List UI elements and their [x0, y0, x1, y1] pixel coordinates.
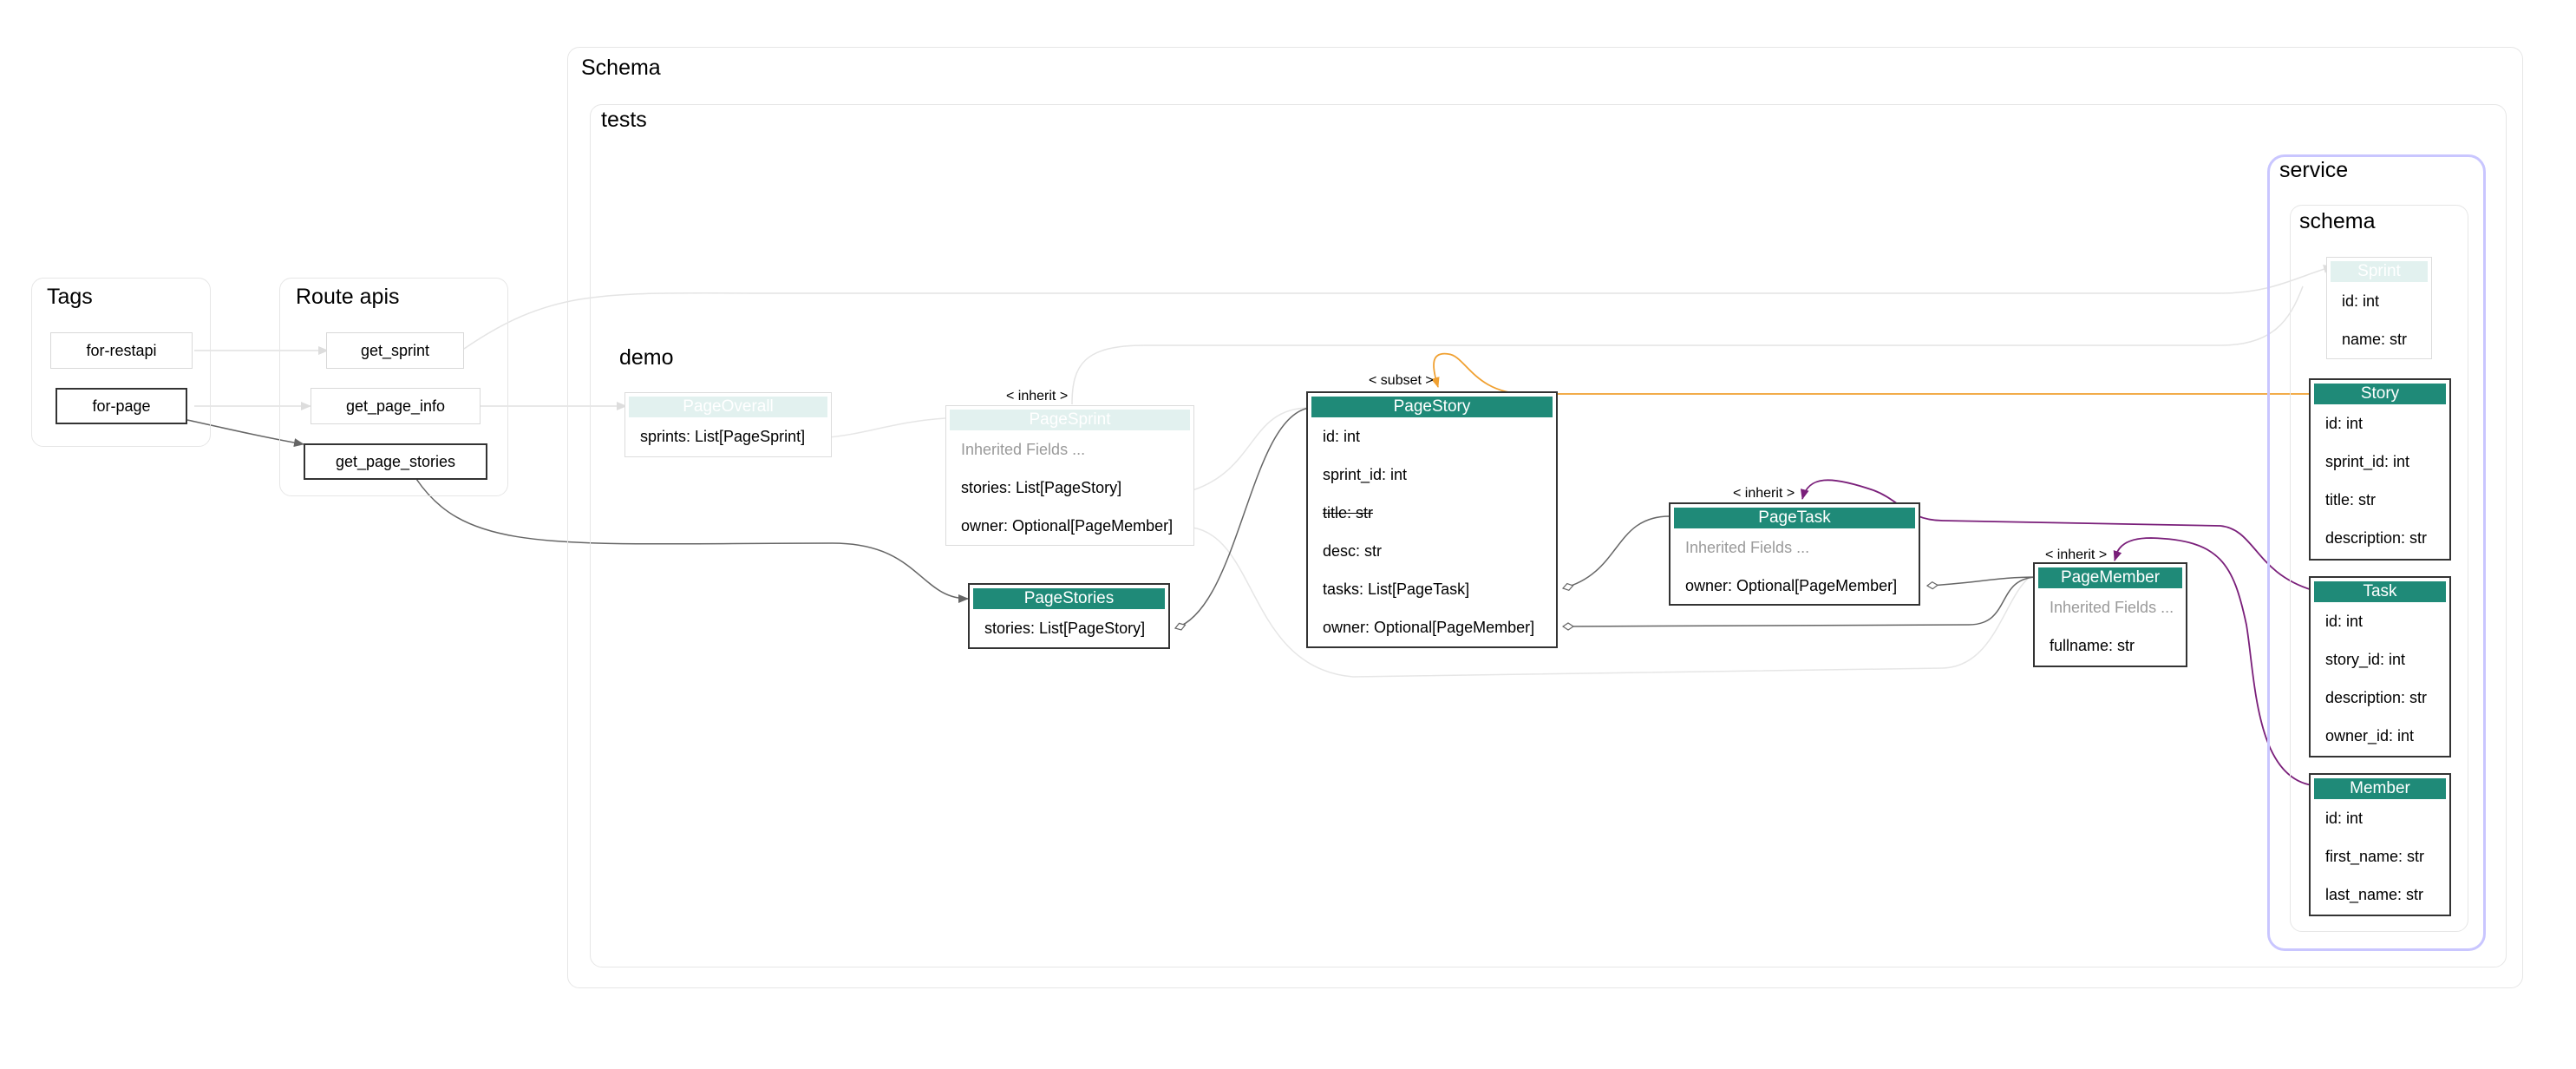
- field: id: int: [2325, 809, 2364, 827]
- field: sprint_id: int: [1323, 465, 1408, 483]
- field: sprints: List[PageSprint]: [640, 427, 806, 445]
- inherit-label-page-member: < inherit >: [2045, 548, 2108, 562]
- field: name: str: [2342, 330, 2408, 348]
- field: Inherited Fields ...: [1685, 538, 1810, 556]
- field: description: str: [2325, 528, 2428, 547]
- tag-for-page[interactable]: for-page: [56, 388, 187, 424]
- node-member[interactable]: Member id: int first_name: str last_name…: [2309, 773, 2451, 916]
- edge-subset-story-page-story: [1430, 352, 2309, 395]
- field: Inherited Fields ...: [2050, 598, 2174, 616]
- field: owner: Optional[PageMember]: [1323, 618, 1535, 636]
- edge-page-sprint-page-story: [1192, 407, 1311, 491]
- field: fullname: str: [2050, 636, 2135, 654]
- schema-cluster-label: Schema: [581, 56, 661, 80]
- field: owner: Optional[PageMember]: [1685, 576, 1898, 594]
- node-page-task[interactable]: PageTask Inherited Fields ... owner: Opt…: [1669, 502, 1920, 606]
- service-schema-cluster: [2290, 205, 2468, 932]
- field: story_id: int: [2325, 650, 2406, 668]
- route-apis-cluster-label: Route apis: [296, 285, 400, 309]
- node-story[interactable]: Story id: int sprint_id: int title: str …: [2309, 378, 2451, 561]
- node-page-task-title: PageTask: [1674, 508, 1915, 528]
- field: id: int: [2325, 414, 2364, 432]
- edge-page-overall-page-sprint: [827, 417, 946, 438]
- field: stories: List[PageStory]: [984, 619, 1146, 637]
- service-schema-cluster-label: schema: [2299, 209, 2376, 233]
- demo-cluster-label: demo: [619, 345, 674, 370]
- edge-get-page-stories-page-stories: [415, 478, 969, 603]
- field: desc: str: [1323, 541, 1383, 560]
- node-page-stories[interactable]: PageStories stories: List[PageStory]: [968, 583, 1170, 649]
- node-page-member-title: PageMember: [2038, 567, 2182, 588]
- field-strikethrough: title: str: [1308, 494, 1556, 532]
- field: last_name: str: [2325, 885, 2424, 903]
- field: stories: List[PageStory]: [961, 478, 1122, 496]
- field: description: str: [2325, 688, 2428, 706]
- edge-page-stories-page-story: [1175, 407, 1311, 628]
- node-page-overall[interactable]: PageOverall sprints: List[PageSprint]: [624, 392, 832, 457]
- field: id: int: [2342, 292, 2380, 310]
- node-page-member[interactable]: PageMember Inherited Fields ... fullname…: [2033, 562, 2187, 667]
- edge-page-story-page-task: [1563, 515, 1670, 588]
- node-story-title: Story: [2314, 384, 2446, 404]
- tests-cluster: [590, 104, 2507, 967]
- tags-cluster-label: Tags: [47, 285, 93, 309]
- edge-page-task-page-member: [1927, 576, 2039, 586]
- tests-cluster-label: tests: [601, 108, 647, 132]
- field: owner: Optional[PageMember]: [961, 516, 1174, 534]
- node-sprint[interactable]: Sprint id: int name: str: [2326, 257, 2432, 359]
- node-task-title: Task: [2314, 581, 2446, 602]
- node-member-title: Member: [2314, 778, 2446, 799]
- service-cluster-label: service: [2279, 158, 2349, 182]
- field: id: int: [2325, 612, 2364, 630]
- route-get-page-info[interactable]: get_page_info: [311, 388, 481, 424]
- route-apis-cluster: [279, 278, 508, 496]
- edge-inherit-sprint-page-sprint: [1071, 285, 2304, 405]
- node-page-stories-title: PageStories: [973, 588, 1165, 609]
- edge-inherit-member-page-member: [2113, 537, 2313, 786]
- node-task[interactable]: Task id: int story_id: int description: …: [2309, 576, 2451, 757]
- edge-page-sprint-page-member: [1192, 527, 2030, 678]
- inherit-label-page-task: < inherit >: [1733, 486, 1795, 501]
- service-cluster: [2267, 154, 2486, 951]
- node-page-overall-title: PageOverall: [629, 397, 827, 417]
- edge-for-page-get-page-stories: [186, 419, 304, 448]
- field: Inherited Fields ...: [961, 440, 1086, 458]
- tag-for-restapi[interactable]: for-restapi: [50, 332, 193, 369]
- field: sprint_id: int: [2325, 452, 2410, 470]
- node-page-sprint-title: PageSprint: [950, 410, 1190, 430]
- tags-cluster: [31, 278, 211, 447]
- route-get-page-stories[interactable]: get_page_stories: [304, 443, 487, 480]
- node-page-story-title: PageStory: [1311, 397, 1553, 417]
- edge-page-story-page-member: [1563, 576, 2039, 626]
- field-text: title: str: [1323, 503, 1374, 521]
- field: first_name: str: [2325, 847, 2425, 865]
- inherit-label-page-sprint: < inherit >: [1006, 389, 1069, 403]
- node-page-story[interactable]: PageStory id: int sprint_id: int title: …: [1306, 391, 1558, 648]
- schema-cluster: [567, 47, 2523, 988]
- route-get-sprint[interactable]: get_sprint: [326, 332, 464, 369]
- field: title: str: [2325, 490, 2377, 508]
- node-sprint-title: Sprint: [2331, 261, 2428, 282]
- field: id: int: [1323, 427, 1361, 445]
- field: owner_id: int: [2325, 726, 2415, 744]
- subset-label-page-story: < subset >: [1369, 373, 1434, 388]
- node-page-sprint[interactable]: PageSprint Inherited Fields ... stories:…: [945, 405, 1194, 546]
- field: tasks: List[PageTask]: [1323, 580, 1470, 598]
